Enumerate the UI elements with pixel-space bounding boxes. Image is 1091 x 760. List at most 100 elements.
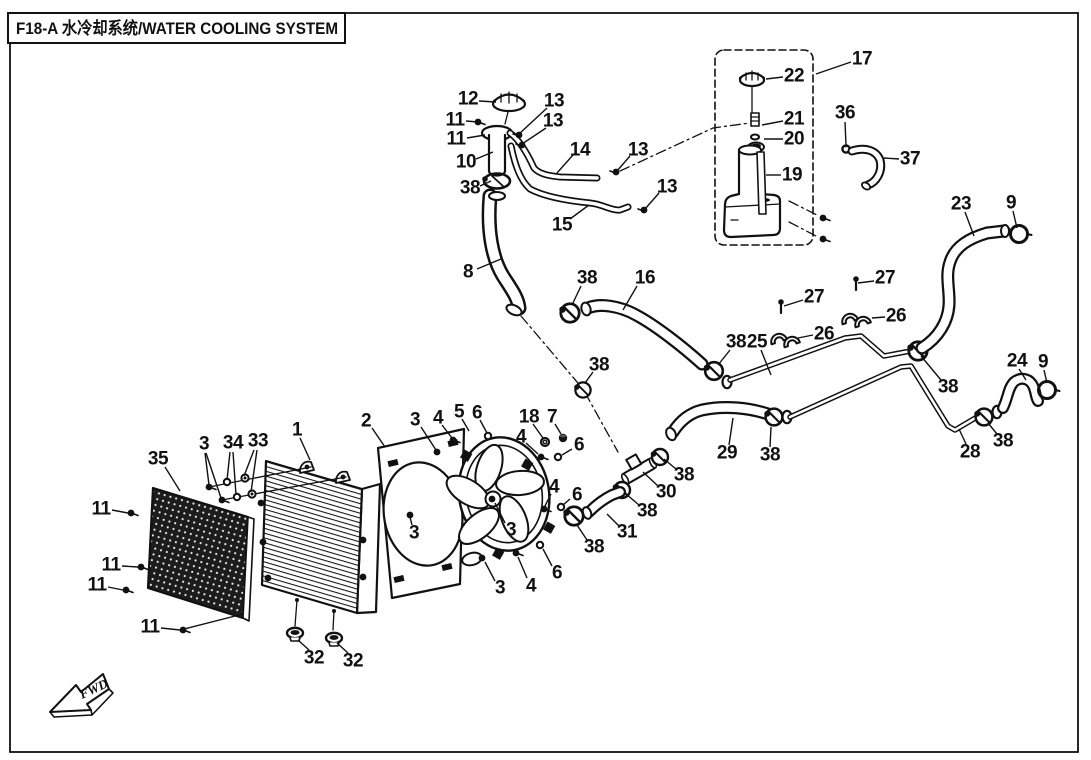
part-label-24: 24 [1007, 351, 1028, 372]
leader-line [475, 151, 494, 160]
radiator-cap [491, 91, 527, 125]
part-label-30: 30 [656, 482, 676, 503]
leader-line [521, 127, 547, 145]
part-label-11: 11 [445, 110, 465, 131]
part-label-31: 31 [617, 522, 638, 543]
clamp-38 [573, 381, 592, 399]
leader-line [164, 466, 181, 492]
leader-line [479, 180, 492, 187]
hose-29 [665, 400, 775, 442]
leader-line [478, 100, 497, 103]
reservoir-assembly [714, 49, 814, 246]
title-block: F18-A 水冷却系统/WATER COOLING SYSTEM [7, 12, 346, 44]
reservoir-cap [738, 70, 766, 88]
part-label-9: 9 [1038, 352, 1048, 373]
part-label-3: 3 [506, 520, 516, 541]
part-label-38: 38 [993, 431, 1013, 452]
part-label-27: 27 [804, 287, 824, 308]
hose-31 [581, 486, 626, 520]
hose-24 [997, 372, 1044, 414]
leader-line [409, 516, 413, 526]
leader-line [571, 285, 582, 306]
part-label-12: 12 [458, 89, 478, 110]
leader-line [644, 192, 660, 210]
leader-line [562, 498, 571, 506]
radiator-hose-8 [481, 188, 527, 317]
neck-clamp [482, 172, 512, 190]
leader-line [476, 258, 502, 270]
part-label-38: 38 [726, 332, 746, 353]
fan-fasteners [448, 431, 568, 558]
part-label-6: 6 [572, 485, 582, 506]
part-label-4: 4 [526, 576, 537, 597]
leader-line [761, 120, 784, 126]
part-label-6: 6 [472, 403, 482, 424]
part-label-6: 6 [574, 435, 584, 456]
part-label-35: 35 [148, 449, 169, 470]
leader-line [542, 548, 553, 567]
part-label-38: 38 [584, 537, 604, 558]
part-label-5: 5 [454, 402, 465, 423]
leader-line [532, 423, 544, 439]
leader-line [484, 561, 496, 582]
leader-line [576, 524, 588, 541]
part-label-29: 29 [717, 443, 737, 464]
fan-shroud [376, 427, 466, 600]
leader-line [518, 107, 548, 135]
part-label-11: 11 [91, 499, 111, 520]
leader-line [958, 428, 967, 445]
leader-line [561, 448, 573, 456]
grommet-20 [750, 133, 760, 141]
leader-line [606, 513, 620, 527]
part-label-38: 38 [938, 377, 958, 398]
leader-line [797, 334, 814, 339]
part-label-13: 13 [657, 177, 677, 198]
part-label-1: 1 [292, 420, 303, 441]
leader-line [815, 61, 852, 75]
radiator [257, 459, 382, 631]
part-label-27: 27 [875, 268, 895, 289]
part-label-36: 36 [835, 103, 855, 124]
leader-line [987, 422, 998, 435]
leader-line [584, 371, 594, 384]
leader-line [336, 642, 349, 654]
part-label-3: 3 [409, 523, 419, 544]
clamp-38 [762, 407, 784, 427]
leader-line [883, 157, 900, 160]
part-label-11: 11 [140, 617, 160, 638]
filler-neck [480, 124, 514, 177]
part-label-32: 32 [304, 648, 324, 669]
leader-line [441, 424, 453, 439]
part-label-38: 38 [760, 445, 780, 466]
leader-line [461, 418, 470, 432]
radiator-grille [146, 486, 255, 622]
nut-18 [539, 436, 551, 448]
part-label-13: 13 [544, 91, 564, 112]
clamp-38 [561, 505, 585, 527]
part-label-16: 16 [635, 268, 655, 289]
cooling-fan [445, 436, 556, 567]
cap-nut-7 [558, 433, 568, 443]
leader-line [622, 285, 638, 311]
part-label-4: 4 [549, 477, 560, 498]
leader-line [857, 280, 875, 284]
page-title: F18-A 水冷却系统/WATER COOLING SYSTEM [16, 18, 338, 38]
part-label-20: 20 [784, 129, 804, 150]
metal-pipe-28 [787, 363, 980, 433]
part-label-33: 33 [248, 431, 268, 452]
leader-line [871, 316, 886, 319]
clamp-38 [649, 447, 670, 467]
leader-line [299, 437, 311, 461]
leader-line [1043, 369, 1048, 384]
leader-line [243, 449, 255, 477]
leader-line [625, 493, 640, 506]
part-label-38: 38 [589, 355, 609, 376]
leader-line [544, 493, 552, 507]
part-label-4: 4 [516, 427, 527, 448]
leader-line [616, 155, 631, 172]
leader-line [1018, 368, 1027, 381]
part-label-17: 17 [852, 49, 872, 70]
part-label-25: 25 [747, 332, 768, 353]
leader-line [226, 451, 231, 481]
part-label-23: 23 [951, 194, 971, 215]
